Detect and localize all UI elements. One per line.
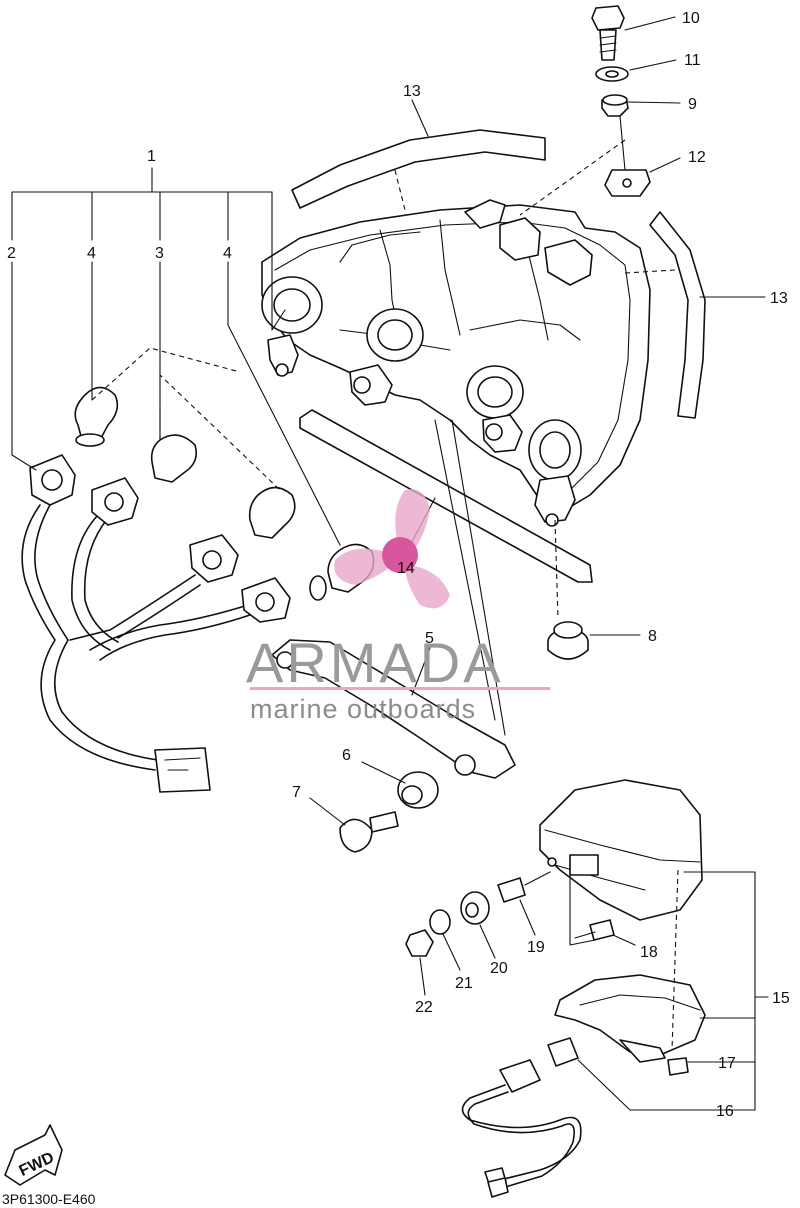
callout-13b: 13 xyxy=(770,290,788,307)
callout-2: 2 xyxy=(7,245,16,262)
callout-labels: 1 2 3 4 4 5 6 7 8 9 10 11 12 13 13 14 15… xyxy=(7,10,790,1120)
callout-4b: 4 xyxy=(223,245,232,262)
callout-22: 22 xyxy=(415,999,433,1016)
nut-22 xyxy=(405,929,434,957)
callout-10: 10 xyxy=(682,10,700,27)
watermark-rule xyxy=(250,687,550,690)
callout-18: 18 xyxy=(640,944,658,961)
grommet xyxy=(547,621,589,660)
fastener-set-front xyxy=(339,771,439,853)
gasket-strip-upper xyxy=(291,129,546,209)
callout-1: 1 xyxy=(147,148,156,165)
socket-cord xyxy=(461,1037,582,1198)
washer-21 xyxy=(429,909,451,935)
callout-9: 9 xyxy=(688,96,697,113)
bolt-19 xyxy=(497,877,526,903)
callout-13a: 13 xyxy=(403,83,421,100)
callout-7: 7 xyxy=(292,784,301,801)
mounting-hardware-top xyxy=(591,5,651,197)
trim-bar xyxy=(299,409,593,583)
armada-watermark: ARMADA marine outboards xyxy=(246,489,550,724)
fwd-arrow: FWD xyxy=(4,1124,63,1186)
callout-5: 5 xyxy=(425,630,434,647)
license-light-housing xyxy=(539,779,703,921)
leader-lines xyxy=(11,16,769,1111)
license-lamp-unit xyxy=(554,974,706,1063)
tail-light-housing xyxy=(261,199,651,527)
watermark-tagline: marine outboards xyxy=(250,694,476,724)
callout-15: 15 xyxy=(772,990,790,1007)
screw-17 xyxy=(667,1057,689,1076)
callout-3: 3 xyxy=(155,245,164,262)
callout-21: 21 xyxy=(455,975,473,992)
callout-11: 11 xyxy=(684,52,701,69)
callout-14: 14 xyxy=(397,560,415,577)
diagram-code: 3P61300-E460 xyxy=(2,1191,96,1207)
callout-12: 12 xyxy=(688,149,706,166)
callout-4a: 4 xyxy=(87,245,96,262)
callout-8: 8 xyxy=(648,628,657,645)
screw-18 xyxy=(589,919,615,941)
gasket-strip-right xyxy=(649,211,706,419)
propeller-logo-icon xyxy=(334,489,450,609)
propeller-hub-icon xyxy=(382,537,418,573)
callout-6: 6 xyxy=(342,747,351,764)
callout-20: 20 xyxy=(490,960,508,977)
callout-19: 19 xyxy=(527,939,545,956)
wire-harness xyxy=(21,454,291,793)
callout-16: 16 xyxy=(716,1103,734,1120)
callout-17: 17 xyxy=(718,1055,736,1072)
watermark-brand: ARMADA xyxy=(246,631,504,694)
